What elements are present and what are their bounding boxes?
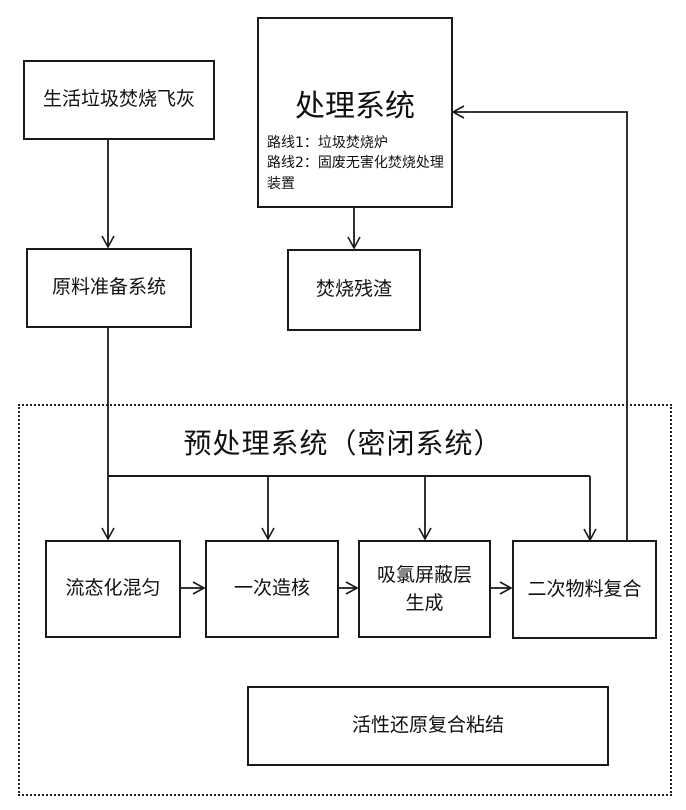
step-label-3: 吸氯屏蔽层生成 (376, 563, 472, 615)
source-label: 生活垃圾焚烧飞灰 (42, 88, 195, 111)
residue-box: 焚烧残渣 (287, 249, 421, 331)
pretreatment-region (18, 404, 672, 796)
prep-label: 原料准备系统 (51, 276, 166, 299)
step-box-4: 二次物料复合 (512, 540, 657, 639)
pretreatment-title: 预处理系统（密闭系统） (183, 427, 503, 460)
step-box-1: 流态化混匀 (45, 540, 181, 638)
bottom-step-box: 活性还原复合粘结 (247, 686, 609, 766)
residue-label: 焚烧残渣 (315, 278, 392, 301)
step-box-2: 一次造核 (205, 540, 339, 638)
step-label-1: 流态化混匀 (65, 577, 161, 600)
treatment-box: 处理系统 路线1：垃圾焚烧炉 路线2：固废无害化焚烧处理装置 (257, 17, 453, 208)
treatment-title: 处理系统 (295, 89, 415, 124)
prep-box: 原料准备系统 (26, 248, 192, 328)
step-label-4: 二次物料复合 (527, 577, 642, 600)
treatment-route-1: 路线1：垃圾焚烧炉 (267, 135, 388, 151)
source-box: 生活垃圾焚烧飞灰 (23, 60, 215, 140)
treatment-route-2: 路线2：固废无害化焚烧处理装置 (267, 155, 444, 192)
bottom-step-label: 活性还原复合粘结 (351, 714, 504, 737)
step-label-2: 一次造核 (233, 577, 310, 600)
arrow-feedback-to-treatment (451, 105, 628, 540)
step-box-3: 吸氯屏蔽层生成 (358, 540, 491, 638)
